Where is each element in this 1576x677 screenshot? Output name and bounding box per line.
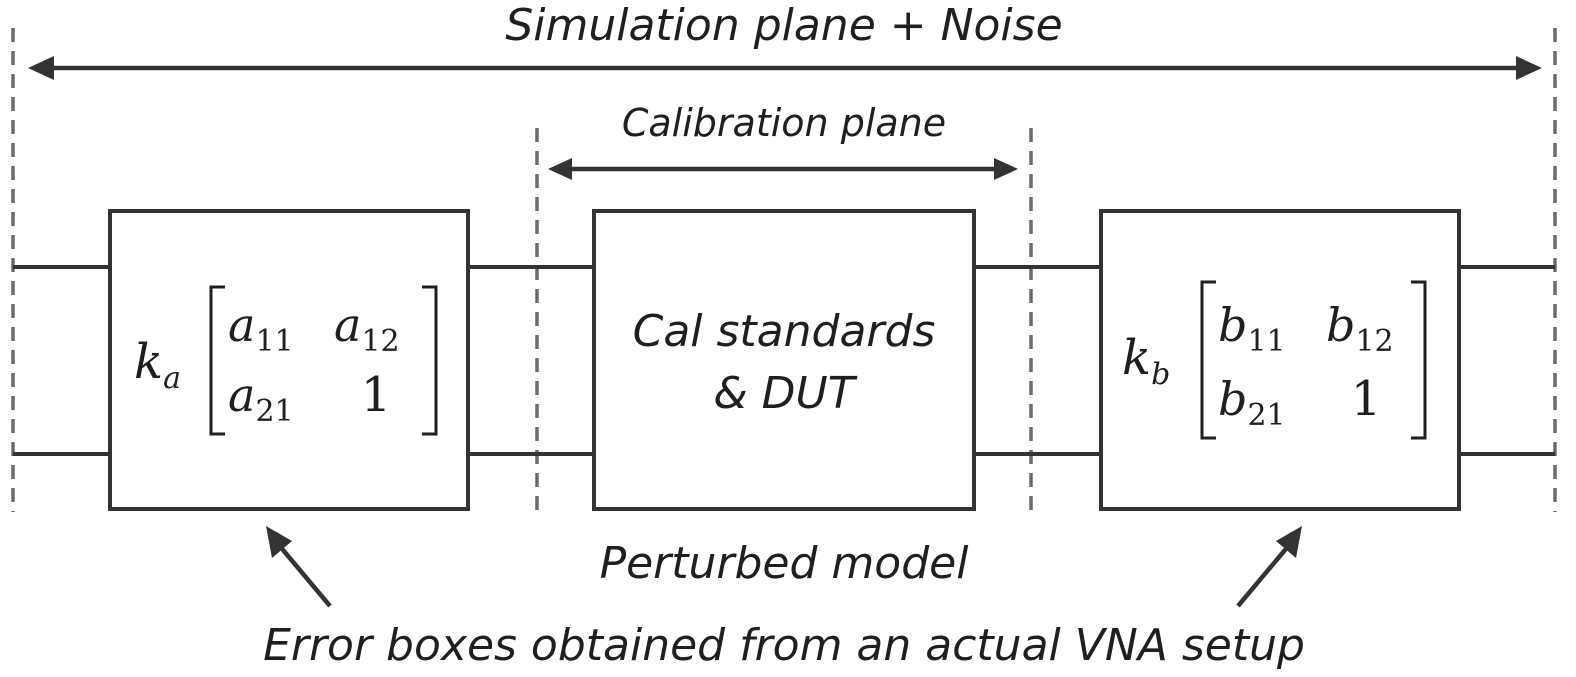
right-b11: b bbox=[1218, 298, 1247, 352]
right-pointer-arrow bbox=[1236, 526, 1302, 608]
simulation-plane-arrow bbox=[28, 56, 1542, 80]
left-pointer-arrow bbox=[266, 526, 332, 608]
svg-text:kb: kb bbox=[1122, 330, 1170, 392]
left-a21-sub: 21 bbox=[255, 394, 293, 429]
cal-standards-box: Cal standards & DUT bbox=[592, 209, 976, 511]
right-b12-sub: 12 bbox=[1355, 324, 1393, 359]
left-error-box: ka a11 a12 a21 1 bbox=[108, 209, 470, 511]
svg-text:b11: b11 bbox=[1218, 298, 1286, 359]
simulation-plane-label: Simulation plane + Noise bbox=[505, 0, 1062, 51]
svg-text:b12: b12 bbox=[1326, 298, 1394, 359]
perturbed-model-label: Perturbed model bbox=[600, 538, 970, 589]
left-a12-sub: 12 bbox=[361, 324, 399, 359]
cal-standards-line2: & DUT bbox=[713, 368, 857, 419]
right-b21: b bbox=[1218, 372, 1247, 426]
left-matrix-close-bracket bbox=[422, 285, 438, 436]
right-b22: 1 bbox=[1351, 371, 1382, 427]
right-b11-sub: 11 bbox=[1247, 324, 1285, 359]
right-error-box: kb b11 b12 b21 1 bbox=[1099, 209, 1461, 511]
cal-standards-line1: Cal standards bbox=[633, 306, 936, 357]
right-b21-sub: 21 bbox=[1247, 398, 1285, 433]
left-a21: a bbox=[228, 368, 255, 422]
left-a11: a bbox=[228, 298, 255, 352]
right-matrix-close-bracket bbox=[1411, 280, 1427, 440]
svg-text:a12: a12 bbox=[334, 298, 400, 359]
right-k-sub: b bbox=[1151, 357, 1170, 392]
left-k: k bbox=[134, 334, 163, 390]
calibration-plane-arrow bbox=[548, 158, 1018, 180]
calibration-plane-label: Calibration plane bbox=[622, 101, 946, 145]
right-b12: b bbox=[1326, 298, 1355, 352]
svg-text:a11: a11 bbox=[228, 298, 294, 359]
right-matrix-open-bracket bbox=[1200, 280, 1216, 440]
left-a12: a bbox=[334, 298, 361, 352]
left-k-sub: a bbox=[163, 361, 181, 396]
left-a11-sub: 11 bbox=[255, 324, 293, 359]
error-boxes-caption: Error boxes obtained from an actual VNA … bbox=[263, 620, 1305, 671]
left-a22: 1 bbox=[361, 367, 392, 423]
svg-text:ka: ka bbox=[134, 334, 181, 396]
left-matrix-open-bracket bbox=[209, 285, 225, 436]
svg-text:b21: b21 bbox=[1218, 372, 1286, 433]
svg-text:a21: a21 bbox=[228, 368, 294, 429]
right-k: k bbox=[1122, 330, 1151, 386]
